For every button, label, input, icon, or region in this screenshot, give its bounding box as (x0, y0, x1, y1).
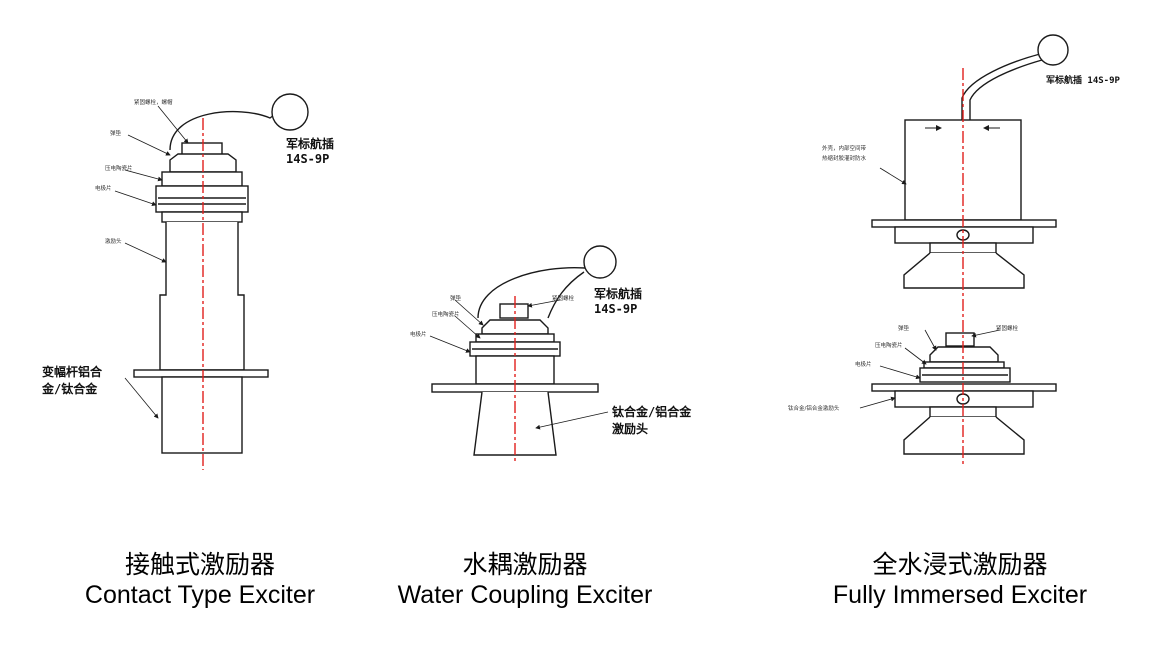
water-spring-washer-label: 弹垫 (450, 294, 462, 302)
immersed-bolt-label: 紧固螺栓 (996, 324, 1019, 332)
immersed-housing-label-2: 热缩封胶灌封防水 (822, 154, 867, 162)
contact-caption: 接触式激励器 Contact Type Exciter (70, 545, 330, 610)
immersed-upper-plate (871, 219, 1057, 228)
immersed-caption-cn: 全水浸式激励器 (872, 550, 1048, 579)
contact-caption-cn: 接触式激励器 (124, 550, 275, 579)
immersed-caption: 全水浸式激励器 Fully Immersed Exciter (800, 545, 1120, 610)
immersed-electrode-label: 电极片 (855, 360, 872, 368)
contact-caption-en: Contact Type Exciter (84, 581, 316, 609)
immersed-piezo-label: 压电陶瓷片 (875, 341, 903, 349)
immersed-spring-washer-label: 弹垫 (898, 324, 910, 332)
water-exciter (429, 245, 617, 464)
contact-plate (133, 369, 269, 378)
contact-connector-label-2: 14S-9P (286, 152, 329, 166)
immersed-housing-label-1: 外壳，内部空间带 (822, 144, 867, 152)
immersed-bolt (945, 332, 975, 347)
water-electrode-label: 电极片 (410, 330, 427, 338)
immersed-head-label: 钛合金/铝合金激励头 (788, 404, 840, 412)
water-connector-label-1: 军标航插 (594, 286, 642, 301)
contact-horn (159, 222, 245, 371)
contact-electrode-flange (155, 185, 249, 213)
immersed-caption-en: Fully Immersed Exciter (832, 581, 1088, 609)
water-connector-label-2: 14S-9P (594, 302, 637, 316)
immersed-upper-head (903, 252, 1025, 289)
immersed-cap (929, 346, 999, 363)
immersed-connector (1037, 34, 1069, 66)
contact-electrode-label: 电极片 (95, 184, 112, 192)
water-head-label-2: 激励头 (612, 421, 648, 436)
water-bolt-label: 紧固螺栓 (552, 294, 575, 302)
contact-exciter (114, 93, 309, 470)
contact-connector-label-1: 军标航插 (286, 136, 334, 151)
contact-connector (271, 93, 309, 131)
contact-cable (169, 110, 279, 151)
contact-horn-label-2: 金/钛合金 (41, 381, 98, 396)
immersed-lower-plate (871, 383, 1057, 392)
water-caption-cn: 水耦激励器 (462, 550, 588, 579)
contact-body (161, 171, 243, 187)
immersed-lower-head (903, 416, 1025, 455)
water-piezo-label: 压电陶瓷片 (432, 310, 460, 318)
immersed-exciter (859, 34, 1069, 464)
contact-spring-washer-label: 弹垫 (110, 129, 122, 137)
water-connector (583, 245, 617, 279)
immersed-connector-label: 军标航插 14S-9P (1046, 74, 1121, 86)
contact-nut-label: 紧固螺栓，螺帽 (134, 98, 173, 106)
water-caption: 水耦激励器 Water Coupling Exciter (365, 545, 685, 610)
contact-horn-label-1: 变幅杆铝合 (42, 364, 103, 379)
water-cable (477, 263, 591, 319)
water-caption-en: Water Coupling Exciter (397, 581, 653, 609)
contact-horn-head-label: 激励头 (105, 237, 122, 245)
contact-shaft (161, 376, 243, 454)
water-bolt (499, 303, 529, 319)
contact-piezo-label: 压电陶瓷片 (105, 164, 133, 172)
water-head-label-1: 钛合金/铝合金 (612, 404, 692, 419)
